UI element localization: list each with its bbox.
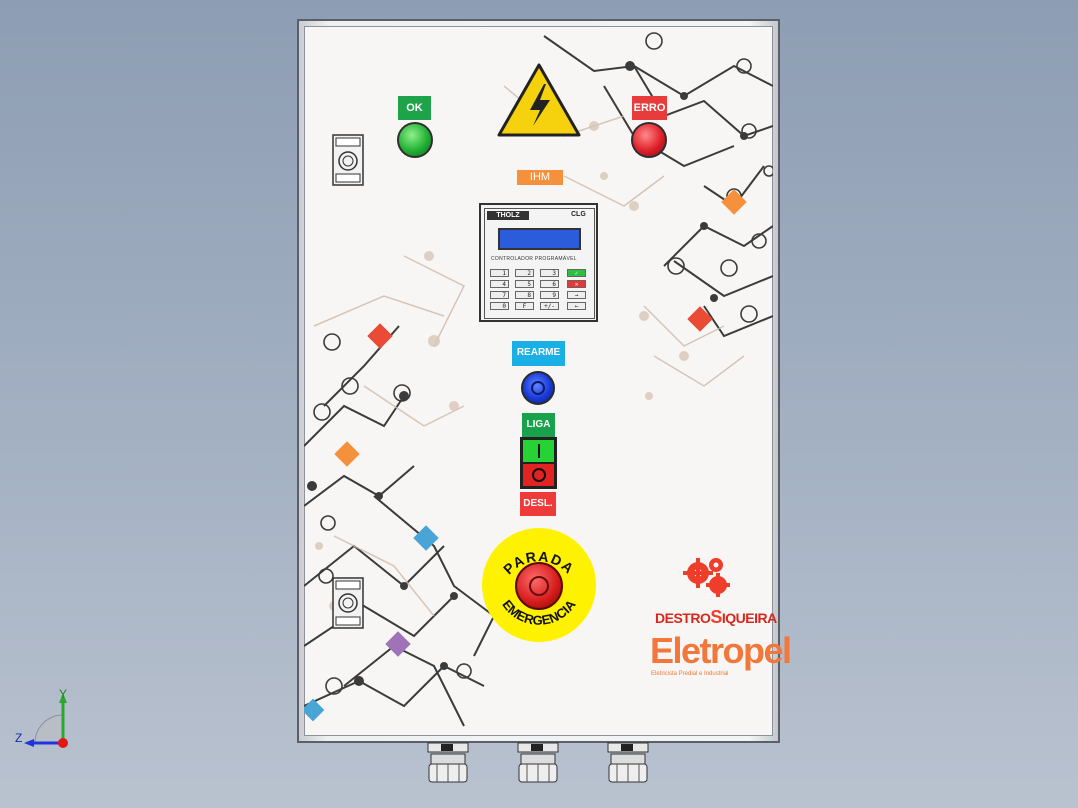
axis-triad-icon[interactable] [10,685,80,755]
emergency-stop-button[interactable] [515,562,563,610]
logo-eletropel: Eletropel [650,630,792,671]
logo-company-line1: DESTROSIQUEIRA [655,607,777,627]
hmi-key-4[interactable]: 4 [490,280,509,288]
hmi-key-5[interactable]: 5 [515,280,534,288]
start-stop-button-block [520,437,557,489]
cable-gland-2 [517,742,559,783]
rearme-label: REARME [512,341,565,366]
hmi-key-left-arrow-icon[interactable]: ← [567,302,586,310]
desl-label: DESL. [520,492,556,516]
rearme-reset-button[interactable] [521,371,555,405]
logo-line1-a: DESTRO [655,610,711,626]
logo-tagline: Eletricista Predial e Industrial [651,671,729,677]
hmi-key-9[interactable]: 9 [540,291,559,299]
hmi-key-2[interactable]: 2 [515,269,534,277]
axis-z-label: Z [15,731,23,745]
door-lock-top[interactable] [332,134,364,186]
liga-label: LIGA [522,413,555,437]
hmi-key-right-arrow-icon[interactable]: → [567,291,586,299]
erro-label: ERRO [632,96,667,120]
hmi-lcd-display [498,228,581,250]
hmi-key-8[interactable]: 8 [515,291,534,299]
high-voltage-warning-icon [497,63,581,137]
erro-indicator-lamp [631,122,667,158]
ihm-label: IHM [517,170,563,185]
hmi-key-7[interactable]: 7 [490,291,509,299]
axis-y-label: Y [59,687,68,701]
hmi-key-3[interactable]: 3 [540,269,559,277]
hmi-model: CLG [571,211,586,218]
hmi-brand: THOLZ [487,211,529,220]
cable-gland-3 [607,742,649,783]
gears-logo-icon [683,558,730,597]
hmi-key-0[interactable]: 0 [490,302,509,310]
ok-label: OK [398,96,431,120]
door-lock-bottom[interactable] [332,577,364,629]
desl-stop-button[interactable] [523,464,554,486]
ok-indicator-lamp [397,122,433,158]
hmi-key-plus-minus[interactable]: +/- [540,302,559,310]
logo-line1-b: IQUEIRA [721,610,777,626]
hmi-subtitle: CONTROLADOR PROGRAMÁVEL [491,256,577,262]
hmi-key-cancel-icon[interactable]: ✕ [567,280,586,288]
hmi-controller[interactable]: THOLZ CLG CONTROLADOR PROGRAMÁVEL 1 2 3 … [479,203,598,322]
hmi-key-1[interactable]: 1 [490,269,509,277]
liga-start-button[interactable] [523,440,554,462]
hmi-key-f[interactable]: F [515,302,534,310]
hmi-key-6[interactable]: 6 [540,280,559,288]
hmi-key-confirm-icon[interactable]: ✓ [567,269,586,277]
cable-gland-1 [427,742,469,783]
